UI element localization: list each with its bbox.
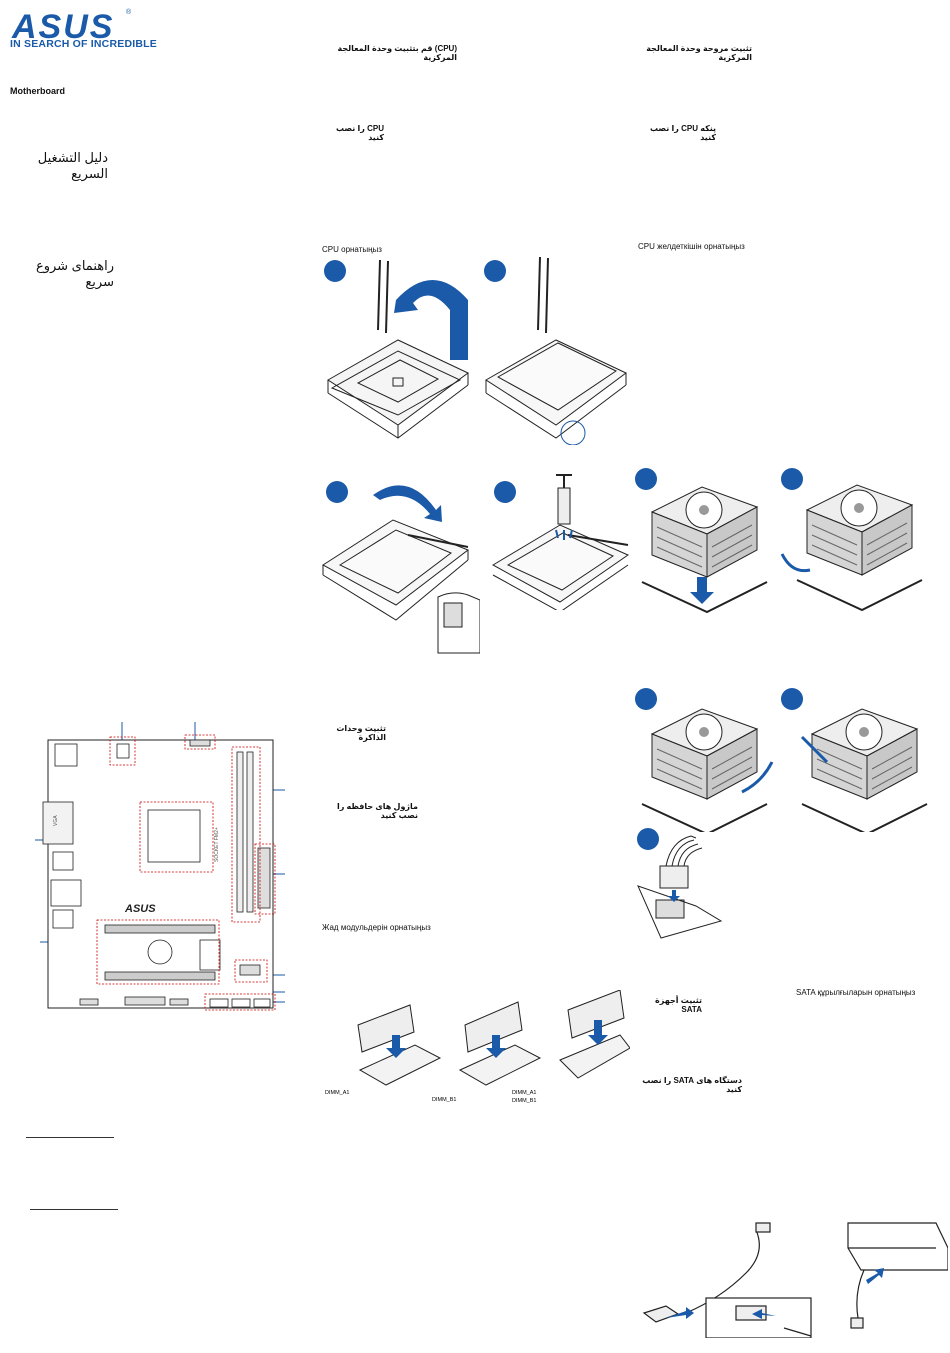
sata-heading-arabic: تثبيت أجهزة SATA bbox=[655, 996, 702, 1014]
divider-line bbox=[26, 1137, 114, 1138]
cpu-heading-persian: CPU را نصب کنید bbox=[335, 124, 384, 142]
memory-heading-persian: ماژول های حافظه را نصب کنید bbox=[336, 802, 418, 820]
fan-connector-illustration bbox=[637, 828, 723, 939]
cpu-lever-down-illustration bbox=[322, 485, 480, 654]
board-socket-label: SOCKET FM2+ bbox=[214, 827, 220, 862]
cpu-heading-kazakh: CPU орнатыңыз bbox=[322, 245, 382, 254]
memory-slot-label: DIMM_A1 bbox=[325, 1090, 349, 1096]
memory-slot-label: DIMM_A1 bbox=[512, 1090, 536, 1096]
sata-heading-persian: دستگاه های SATA را نصب کنید bbox=[642, 1076, 742, 1094]
fan-heading-arabic: تثبيت مروحة وحدة المعالجة المركزية bbox=[646, 44, 752, 62]
cpu-heading-arabic: (CPU) قم بتثبيت وحدة المعالجة المركزية bbox=[337, 44, 458, 62]
asus-logo: ASUS bbox=[12, 8, 115, 46]
memory-heading-arabic: تثبيت وحدات الذاكرة bbox=[336, 724, 386, 742]
product-label: Motherboard bbox=[10, 86, 65, 96]
tagline: IN SEARCH OF INCREDIBLE bbox=[10, 38, 157, 50]
step-marker bbox=[324, 260, 346, 282]
fan-heading-persian: پنکه CPU را نصب کنید bbox=[649, 124, 716, 142]
cpu-fan-install-illustrations bbox=[635, 468, 928, 832]
step-marker bbox=[326, 481, 348, 503]
cpu-placed-illustration bbox=[485, 256, 627, 445]
memory-heading-kazakh: Жад модульдерін орнатыңыз bbox=[322, 923, 431, 932]
motherboard-layout-diagram: ASUS VGA SOCKET FM2+ bbox=[35, 722, 285, 1011]
title-arabic: دليل التشغيل السريع bbox=[37, 150, 108, 181]
cpu-socket-lever-up-illustration bbox=[327, 259, 469, 439]
divider-line bbox=[30, 1209, 118, 1210]
title-persian: راهنمای شروع سریع bbox=[35, 258, 114, 289]
sata-cable-illustrations bbox=[642, 1222, 948, 1338]
sata-heading-kazakh: SATA құрылғыларын орнатыңыз bbox=[796, 988, 916, 997]
thermal-paste-illustration bbox=[491, 474, 630, 610]
board-logo: ASUS bbox=[124, 903, 156, 915]
board-vga-label: VGA bbox=[53, 815, 59, 826]
registered-mark: ® bbox=[126, 9, 132, 16]
step-marker bbox=[494, 481, 516, 503]
memory-slot-label: DIMM_B1 bbox=[512, 1098, 536, 1104]
step-marker bbox=[484, 260, 506, 282]
fan-heading-kazakh: CPU желдеткішін орнатыңыз bbox=[638, 242, 745, 251]
memory-slot-label: DIMM_B1 bbox=[432, 1097, 456, 1103]
memory-install-illustrations: DIMM_A1 DIMM_B1 DIMM_A1 DIMM_B1 bbox=[325, 990, 630, 1104]
